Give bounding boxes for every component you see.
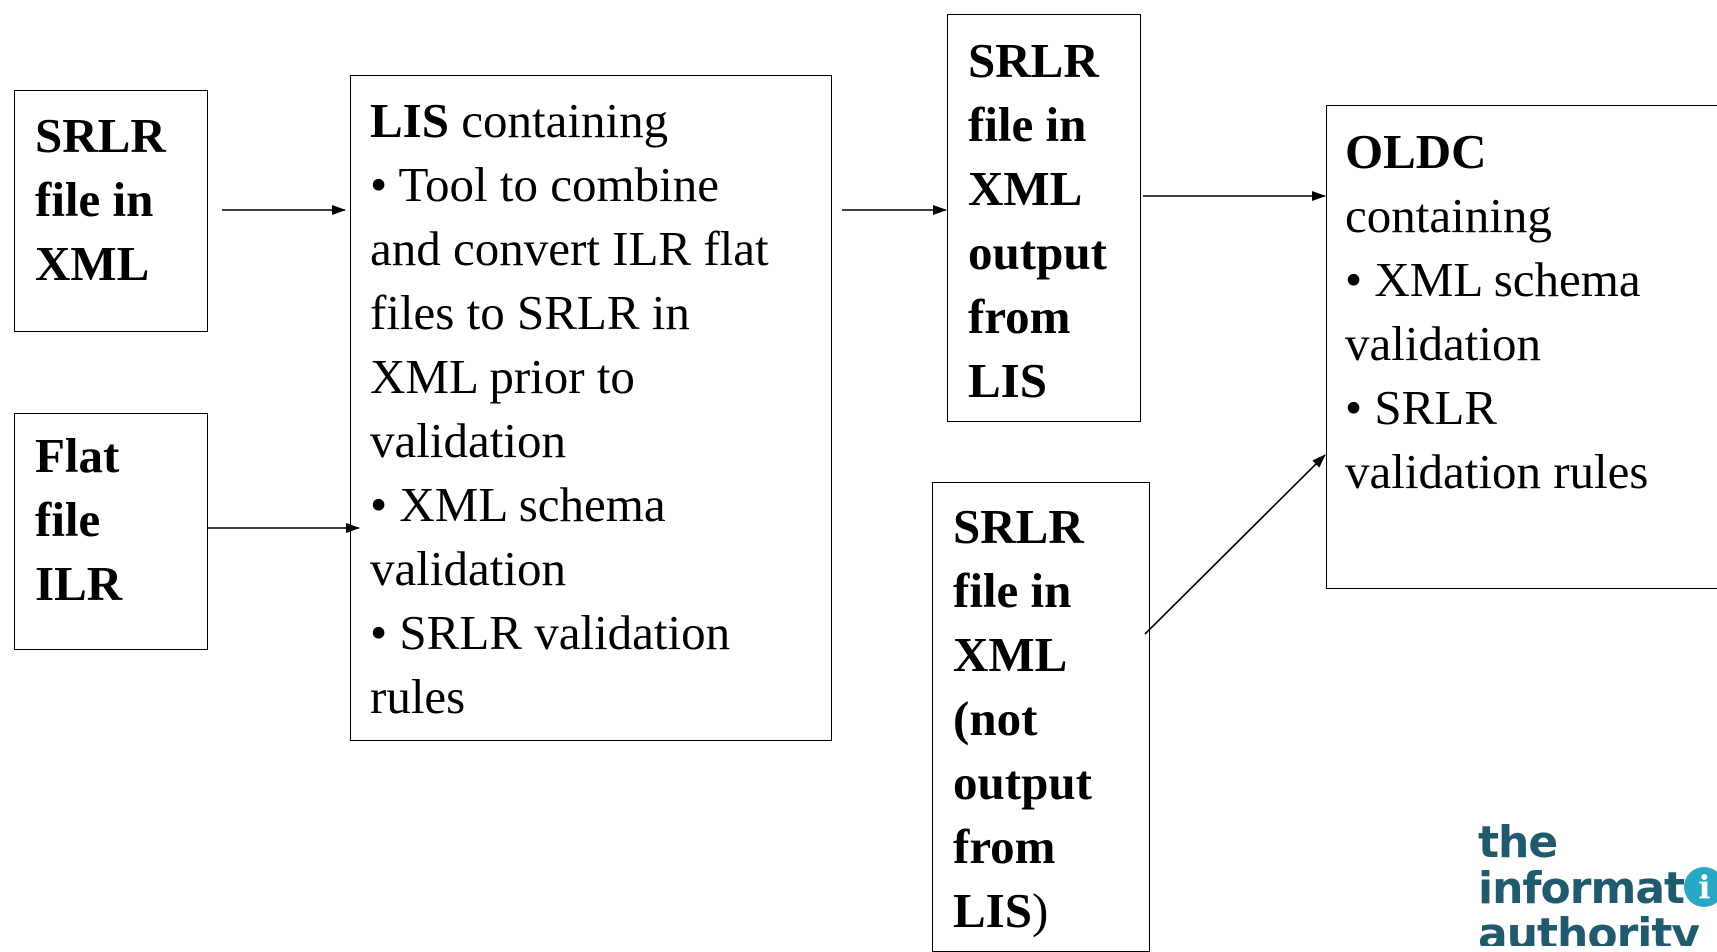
- information-authority-logo: the informat authority i: [1478, 820, 1717, 946]
- box-line: XML: [35, 236, 150, 291]
- srlr-xml-input-box: SRLR file in XML: [14, 90, 208, 332]
- box-line: SRLR: [35, 108, 166, 163]
- box-line: Flat: [35, 428, 120, 483]
- logo-line-the: the: [1478, 820, 1558, 868]
- box-line: ILR: [35, 556, 123, 611]
- box-line: file: [35, 492, 101, 547]
- box-line: and convert ILR flat: [370, 221, 769, 276]
- logo-line-authority: authority: [1478, 909, 1700, 947]
- box-line: files to SRLR in: [370, 285, 690, 340]
- box-line: XML: [953, 627, 1068, 682]
- box-line: • SRLR: [1345, 380, 1497, 435]
- box-line: output: [953, 755, 1092, 810]
- oldc-title: OLDC: [1345, 124, 1487, 179]
- box-line: validation: [370, 413, 566, 468]
- box-line-last-bold: LIS: [953, 883, 1033, 938]
- box-line: file in: [953, 563, 1072, 618]
- box-line: validation: [370, 541, 566, 596]
- arrow-srlr-not-lis-to-oldc: [1144, 454, 1326, 635]
- box-line: XML prior to: [370, 349, 635, 404]
- logo-line-informat: informat: [1478, 863, 1685, 914]
- box-line: SRLR: [953, 499, 1084, 554]
- flat-file-ilr-box: Flat file ILR: [14, 413, 208, 650]
- srlr-not-from-lis-box: SRLR file in XML (not output from LIS): [932, 482, 1150, 952]
- box-line-last-rest: ): [1032, 883, 1049, 938]
- box-line: • XML schema: [370, 477, 666, 532]
- srlr-from-lis-box: SRLR file in XML output from LIS: [947, 14, 1141, 422]
- info-i-icon: i: [1684, 867, 1717, 907]
- box-line: SRLR: [968, 33, 1099, 88]
- box-line: from: [968, 289, 1071, 344]
- lis-title: LIS containing: [370, 89, 831, 153]
- box-line: • Tool to combine: [370, 157, 719, 212]
- box-line: containing: [1345, 188, 1552, 243]
- box-line: file in: [968, 97, 1087, 152]
- box-line-last: LIS): [953, 879, 1149, 943]
- box-line: file in: [35, 172, 154, 227]
- box-line: • XML schema: [1345, 252, 1641, 307]
- box-line: validation: [1345, 316, 1541, 371]
- lis-box: LIS containing • Tool to combine and con…: [350, 75, 832, 741]
- box-line: rules: [370, 669, 466, 724]
- box-line: XML: [968, 161, 1083, 216]
- box-line: validation rules: [1345, 444, 1649, 499]
- lis-title-bold: LIS: [370, 93, 450, 148]
- oldc-box: OLDC containing • XML schema validation …: [1326, 105, 1717, 589]
- box-line: • SRLR validation: [370, 605, 731, 660]
- box-line: (not: [953, 691, 1038, 746]
- lis-title-rest: containing: [449, 93, 669, 148]
- box-line: output: [968, 225, 1107, 280]
- box-line: from: [953, 819, 1056, 874]
- box-line: LIS: [968, 353, 1048, 408]
